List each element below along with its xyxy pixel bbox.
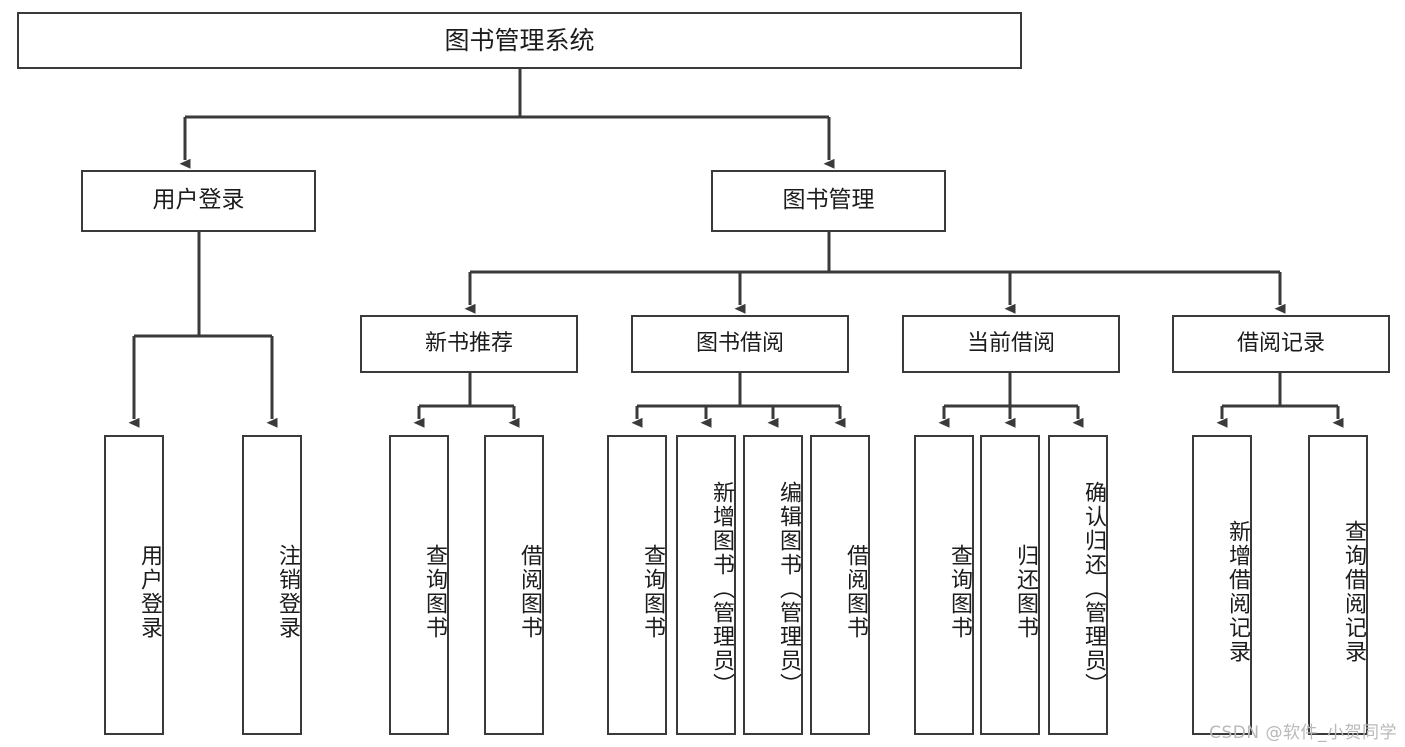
node-borrow-record-label: 借阅记录 xyxy=(1236,331,1325,357)
node-book-borrow-label: 图书借阅 xyxy=(695,331,784,357)
node-book-borrow[interactable]: 图书借阅 xyxy=(631,315,849,373)
node-leaf-query-book-3-label: 查询图书 xyxy=(947,544,972,640)
node-leaf-user-login-label: 用户登录 xyxy=(137,544,162,640)
node-leaf-query-book-1[interactable]: 查询图书 xyxy=(389,435,449,735)
node-leaf-borrow-book-2-label: 借阅图书 xyxy=(843,544,868,640)
node-leaf-confirm-return[interactable]: 确认归还（管理员） xyxy=(1048,435,1108,735)
node-leaf-query-book-2[interactable]: 查询图书 xyxy=(607,435,667,735)
node-leaf-add-record[interactable]: 新增借阅记录 xyxy=(1192,435,1252,735)
node-leaf-borrow-book-1-label: 借阅图书 xyxy=(517,544,542,640)
node-leaf-borrow-book-2[interactable]: 借阅图书 xyxy=(810,435,870,735)
watermark: CSDN @软件_小贺同学 xyxy=(1209,723,1397,743)
node-current-borrow-label: 当前借阅 xyxy=(966,331,1055,357)
node-borrow-record[interactable]: 借阅记录 xyxy=(1172,315,1390,373)
node-leaf-query-record[interactable]: 查询借阅记录 xyxy=(1308,435,1368,735)
node-book-management-label: 图书管理 xyxy=(782,187,875,214)
node-leaf-user-login[interactable]: 用户登录 xyxy=(104,435,164,735)
node-root-label: 图书管理系统 xyxy=(444,25,595,55)
node-leaf-edit-book-label: 编辑图书（管理员） xyxy=(776,481,801,697)
node-leaf-borrow-book-1[interactable]: 借阅图书 xyxy=(484,435,544,735)
node-leaf-query-book-3[interactable]: 查询图书 xyxy=(914,435,974,735)
node-new-book-recommend[interactable]: 新书推荐 xyxy=(360,315,578,373)
node-new-book-recommend-label: 新书推荐 xyxy=(424,331,513,357)
node-current-borrow[interactable]: 当前借阅 xyxy=(902,315,1120,373)
node-leaf-confirm-return-label: 确认归还（管理员） xyxy=(1081,481,1106,697)
node-user-login[interactable]: 用户登录 xyxy=(81,170,316,232)
node-leaf-query-record-label: 查询借阅记录 xyxy=(1341,520,1366,664)
node-root[interactable]: 图书管理系统 xyxy=(17,12,1022,69)
node-leaf-return-book-label: 归还图书 xyxy=(1013,544,1038,640)
node-leaf-query-book-2-label: 查询图书 xyxy=(640,544,665,640)
node-leaf-add-book[interactable]: 新增图书（管理员） xyxy=(676,435,736,735)
node-book-management[interactable]: 图书管理 xyxy=(711,170,946,232)
node-leaf-add-record-label: 新增借阅记录 xyxy=(1225,520,1250,664)
node-leaf-logout-label: 注销登录 xyxy=(275,544,300,640)
node-user-login-label: 用户登录 xyxy=(152,187,245,214)
node-leaf-return-book[interactable]: 归还图书 xyxy=(980,435,1040,735)
node-leaf-add-book-label: 新增图书（管理员） xyxy=(709,481,734,697)
node-leaf-edit-book[interactable]: 编辑图书（管理员） xyxy=(743,435,803,735)
node-leaf-logout[interactable]: 注销登录 xyxy=(242,435,302,735)
node-leaf-query-book-1-label: 查询图书 xyxy=(422,544,447,640)
